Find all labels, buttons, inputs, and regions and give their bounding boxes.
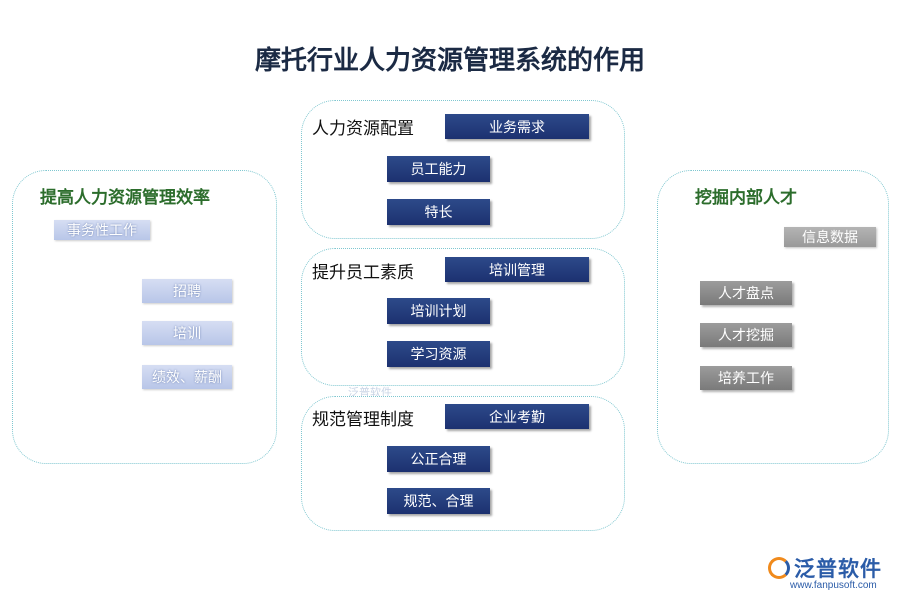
right-node-inventory: 人才盘点 bbox=[700, 281, 792, 305]
left-node-recruit: 招聘 bbox=[142, 279, 232, 303]
diagram-title: 摩托行业人力资源管理系统的作用 bbox=[254, 46, 645, 76]
center-1-item-2: 特长 bbox=[387, 199, 490, 225]
center-1-head: 业务需求 bbox=[445, 114, 589, 139]
logo-text: 泛普软件 bbox=[794, 557, 882, 581]
right-panel-title: 挖掘内部人才 bbox=[695, 188, 797, 208]
logo-url: www.fanpusoft.com bbox=[790, 580, 877, 591]
center-2-item-2: 学习资源 bbox=[387, 341, 490, 367]
left-panel-title: 提高人力资源管理效率 bbox=[40, 188, 210, 208]
center-2-item-1: 培训计划 bbox=[387, 298, 490, 324]
right-node-mining: 人才挖掘 bbox=[700, 323, 792, 347]
right-panel bbox=[657, 170, 889, 464]
center-2-head: 培训管理 bbox=[445, 257, 589, 282]
center-panel-2-title: 提升员工素质 bbox=[312, 263, 414, 283]
center-3-head: 企业考勤 bbox=[445, 404, 589, 429]
left-root-node: 事务性工作 bbox=[54, 220, 150, 240]
center-3-item-2: 规范、合理 bbox=[387, 488, 490, 514]
logo-icon bbox=[768, 557, 790, 579]
right-node-cultivation: 培养工作 bbox=[700, 366, 792, 390]
watermark: 泛普软件 bbox=[348, 386, 392, 399]
center-3-item-1: 公正合理 bbox=[387, 446, 490, 472]
left-panel bbox=[12, 170, 277, 464]
left-node-training: 培训 bbox=[142, 321, 232, 345]
center-1-item-1: 员工能力 bbox=[387, 156, 490, 182]
center-panel-3-title: 规范管理制度 bbox=[312, 410, 414, 430]
right-root-node: 信息数据 bbox=[784, 227, 876, 247]
brand-logo: 泛普软件 bbox=[768, 553, 882, 583]
center-panel-1-title: 人力资源配置 bbox=[312, 119, 414, 139]
left-node-performance: 绩效、薪酬 bbox=[142, 365, 232, 389]
